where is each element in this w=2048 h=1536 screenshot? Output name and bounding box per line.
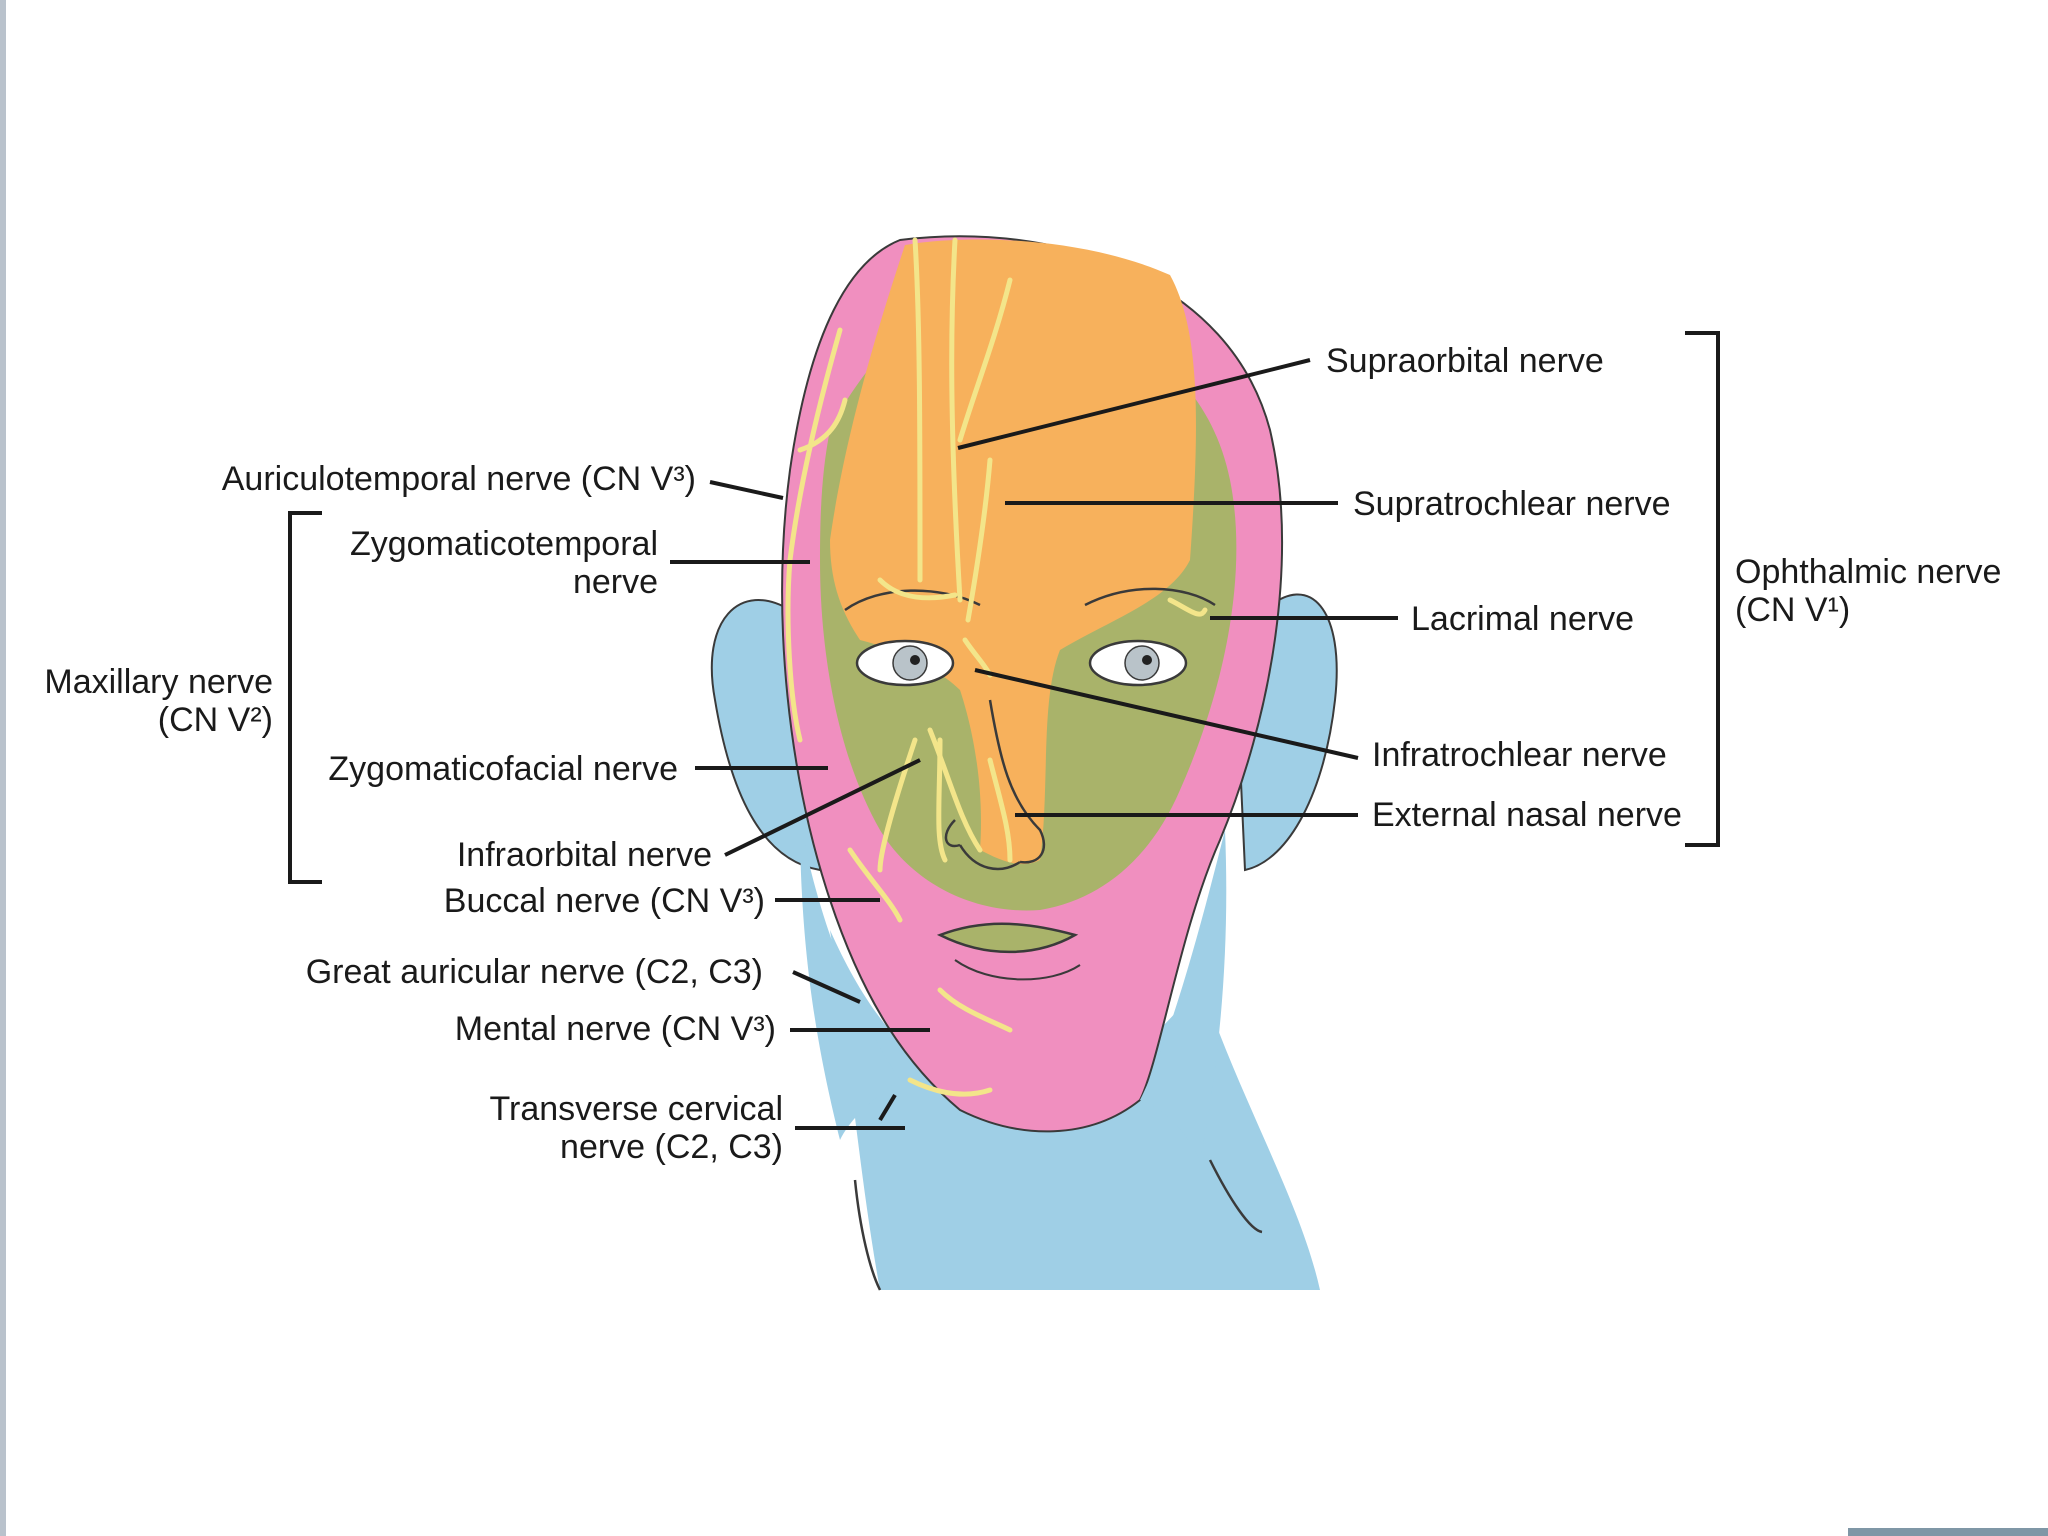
maxillary-bracket <box>288 511 322 884</box>
label-external-nasal: External nasal nerve <box>1372 796 1682 834</box>
label-buccal: Buccal nerve (CN V³) <box>443 882 765 920</box>
label-zygomaticotemporal: Zygomaticotemporal nerve <box>350 525 658 601</box>
label-transverse-cervical-line2: nerve (C2, C3) <box>560 1128 783 1166</box>
corner-strip <box>1848 1528 2048 1536</box>
neck-outline-right <box>1208 1159 1263 1234</box>
label-supratrochlear: Supratrochlear nerve <box>1353 485 1671 523</box>
label-transverse-cervical: Transverse cervical nerve (C2, C3) <box>490 1090 783 1166</box>
right-eye-iris <box>1124 645 1160 681</box>
nerve-branches <box>785 237 1208 1097</box>
left-eyebrow <box>844 589 981 612</box>
leader-lines <box>670 358 1398 1130</box>
right-eye-pupil <box>1142 655 1152 665</box>
label-infraorbital: Infraorbital nerve <box>456 836 712 874</box>
label-ophthalmic-line1: Ophthalmic nerve <box>1735 553 2002 591</box>
ophthalmic-bracket <box>1685 331 1720 847</box>
nose-outline <box>944 699 1046 871</box>
label-ophthalmic: Ophthalmic nerve (CN V¹) <box>1735 553 2001 629</box>
mouth-outline <box>936 922 1079 954</box>
label-maxillary: Maxillary nerve (CN V²) <box>44 663 273 739</box>
chin-outline <box>954 959 1081 981</box>
cervical-region-right <box>1140 830 1227 1160</box>
right-eyebrow <box>1084 587 1216 607</box>
label-zygomaticotemporal-line2: nerve <box>572 563 658 601</box>
label-auriculotemporal: Auriculotemporal nerve (CN V³) <box>221 460 696 498</box>
label-infratrochlear: Infratrochlear nerve <box>1372 736 1667 774</box>
label-lacrimal: Lacrimal nerve <box>1411 600 1634 638</box>
left-eye-pupil <box>910 655 920 665</box>
label-ophthalmic-line2: (CN V¹) <box>1735 591 1851 629</box>
label-supraorbital: Supraorbital nerve <box>1326 342 1604 380</box>
left-eye-iris <box>892 645 928 681</box>
label-mental: Mental nerve (CN V³) <box>454 1010 776 1048</box>
cervical-region-left <box>800 820 900 1140</box>
label-great-auricular: Great auricular nerve (C2, C3) <box>305 953 763 991</box>
label-zygomaticofacial: Zygomaticofacial nerve <box>328 750 678 788</box>
label-maxillary-line2: (CN V²) <box>157 701 273 739</box>
neck-outline-left <box>853 1179 882 1291</box>
label-transverse-cervical-line1: Transverse cervical <box>489 1090 783 1128</box>
label-maxillary-line1: Maxillary nerve <box>44 663 273 701</box>
left-window-edge <box>0 0 6 1536</box>
label-zygomaticotemporal-line1: Zygomaticotemporal <box>349 525 658 563</box>
